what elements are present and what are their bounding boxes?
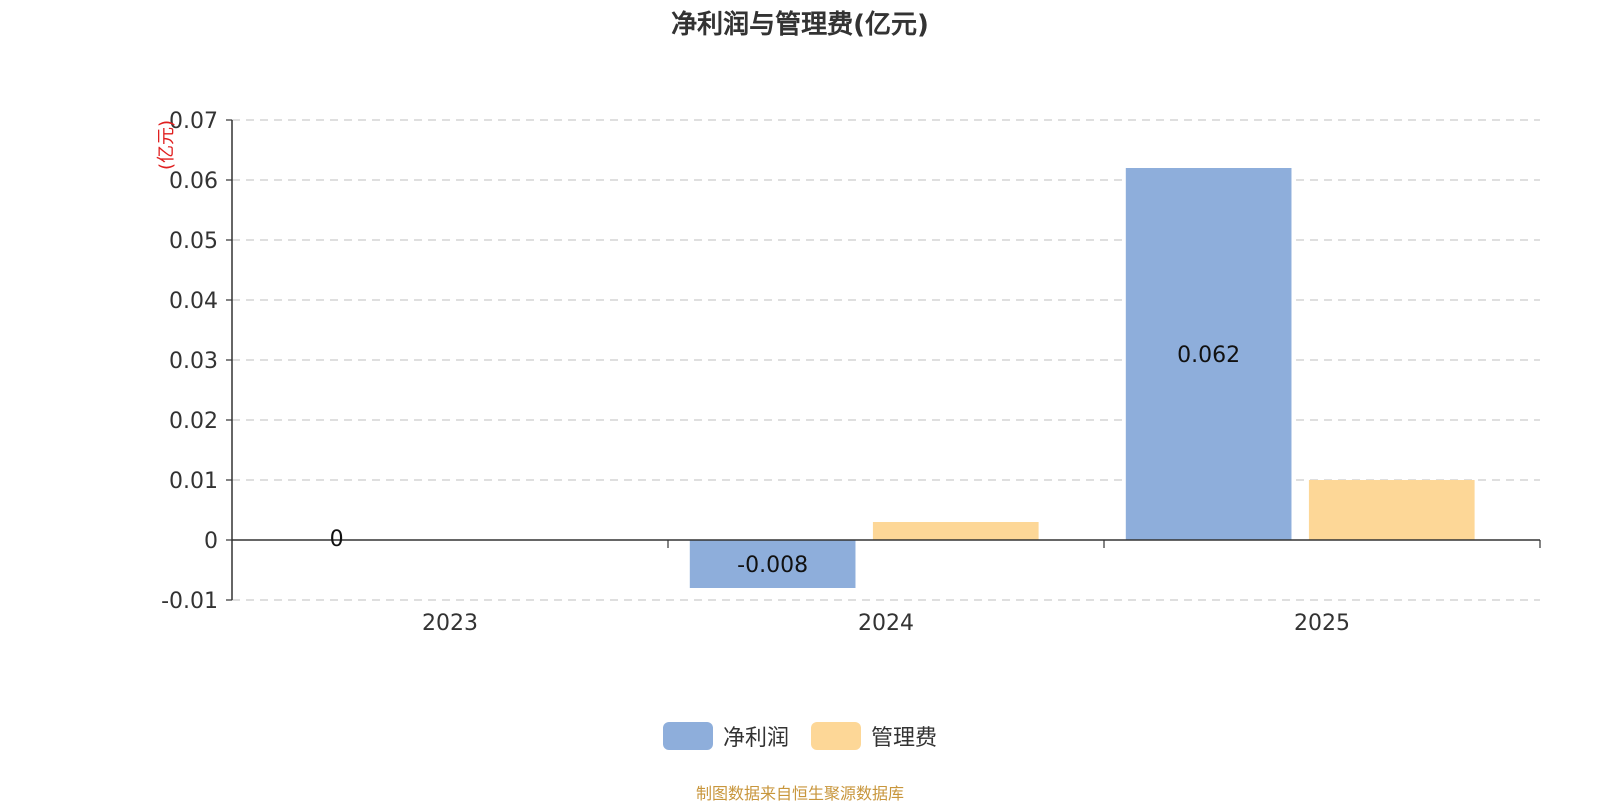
bar-admin-expense: [872, 522, 1039, 540]
x-tick-label: 2024: [858, 611, 914, 636]
source-note: 制图数据来自恒生聚源数据库: [695, 784, 904, 803]
y-tick-label: 0.03: [169, 349, 218, 374]
bar-net-profit: [689, 540, 856, 588]
legend-item-net-profit[interactable]: 净利润: [662, 720, 789, 752]
x-tick-label: 2023: [422, 611, 478, 636]
legend-swatch-admin-expense: [811, 722, 861, 750]
data-label: -0.008: [737, 553, 808, 578]
y-tick-label: 0.04: [169, 289, 218, 314]
bar-admin-expense: [1308, 480, 1475, 540]
x-tick-label: 2025: [1294, 611, 1350, 636]
y-tick-label: 0.02: [169, 409, 218, 434]
legend-item-admin-expense[interactable]: 管理费: [811, 720, 937, 752]
label-layer: 0 -0.008 0.062: [330, 343, 1240, 578]
legend: 净利润 管理费: [0, 720, 1600, 752]
y-axis-unit-label: (亿元): [156, 120, 177, 170]
grid-layer: [232, 119, 1540, 601]
bar-net-profit: [1125, 168, 1292, 540]
y-tick-label: -0.01: [161, 589, 218, 614]
legend-label-net-profit: 净利润: [722, 726, 789, 751]
chart-title: 净利润与管理费(亿元): [671, 10, 929, 40]
y-tick-label: 0: [204, 529, 218, 554]
bar-layer: [689, 168, 1475, 588]
data-label: 0.062: [1177, 343, 1240, 368]
axis-layer: 0.07 0.06 0.05 0.04 0.03 0.02 0.01 0 -0.01 2023 20…: [161, 109, 1541, 636]
y-tick-label: 0.01: [169, 469, 218, 494]
legend-swatch-net-profit: [662, 722, 713, 750]
data-label: 0: [330, 527, 344, 552]
y-tick-label: 0.06: [169, 169, 218, 194]
y-tick-label: 0.05: [169, 229, 218, 254]
legend-label-admin-expense: 管理费: [871, 726, 938, 751]
y-tick-label: 0.07: [169, 109, 218, 134]
